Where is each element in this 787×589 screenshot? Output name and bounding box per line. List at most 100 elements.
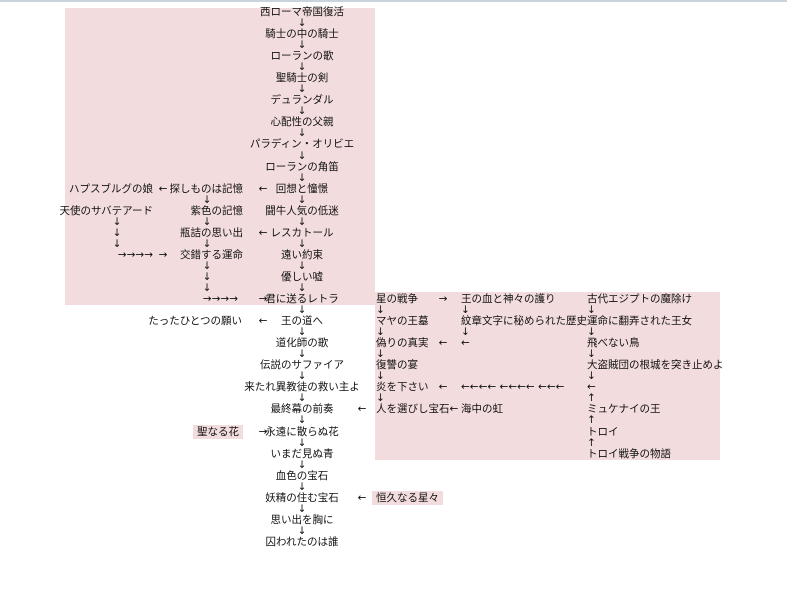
- flow-node: 偽りの真実: [376, 337, 429, 349]
- right-arrow-icon: →: [438, 293, 448, 305]
- flow-node: 聖騎士の剣: [275, 72, 329, 84]
- left-arrows-icon: ←←←← ←←←← ←←←: [461, 381, 565, 393]
- flow-node: 伝説のサファイア: [260, 359, 344, 371]
- flow-node: 復讐の宴: [376, 359, 418, 371]
- flow-node: 来たれ異教徒の救い主よ: [244, 381, 360, 393]
- flow-node: 優しい嘘: [281, 271, 323, 283]
- upper-left-panel: [65, 8, 375, 305]
- down-arrow-icon: ↓: [376, 304, 385, 316]
- down-arrow-icon: ↓: [202, 216, 212, 228]
- flow-node: 運命に翻弄された王女: [587, 315, 692, 327]
- flow-node: 道化師の歌: [275, 337, 329, 349]
- right-arrows-icon: →→→→: [202, 293, 238, 305]
- flow-node: 最終幕の前奏: [270, 403, 334, 415]
- down-arrow-icon: ↓: [297, 17, 307, 29]
- down-arrow-icon: ↓: [297, 39, 307, 51]
- flow-node: 君に送るレトラ: [265, 293, 339, 305]
- down-arrow-icon: ↓: [297, 238, 307, 250]
- down-arrow-icon: ↓: [376, 370, 385, 382]
- down-arrow-icon: ↓: [587, 348, 596, 360]
- right-arrow-icon: →: [258, 293, 268, 305]
- flow-node: 永遠に散らぬ花: [265, 426, 339, 438]
- flow-node: 古代エジプトの魔除け: [587, 293, 692, 305]
- down-arrow-icon: ↓: [112, 227, 122, 239]
- down-arrow-icon: ↓: [297, 127, 307, 139]
- window-top-border: [0, 0, 787, 2]
- flow-node: 妖精の住む宝石: [265, 492, 339, 504]
- left-arrow-icon: ←: [158, 183, 168, 195]
- down-arrow-icon: ↓: [297, 326, 307, 338]
- flow-node: ミュケナイの王: [587, 403, 661, 415]
- down-arrow-icon: ↓: [297, 370, 307, 382]
- down-arrow-icon: ↓: [202, 260, 212, 272]
- down-arrow-icon: ↓: [297, 150, 307, 162]
- down-arrow-icon: ↓: [461, 304, 470, 316]
- down-arrow-icon: ↓: [297, 437, 307, 449]
- flow-node: 炎を下さい: [376, 381, 429, 393]
- flow-node: マヤの王墓: [376, 315, 429, 327]
- right-arrow-icon: →: [258, 426, 268, 438]
- left-arrow-icon: ←: [258, 315, 268, 327]
- down-arrow-icon: ↓: [112, 216, 122, 228]
- flow-node: 回想と憧憬: [275, 183, 329, 195]
- down-arrow-icon: ↓: [587, 304, 596, 316]
- flow-node: 飛べない鳥: [587, 337, 640, 349]
- flow-node: ローランの歌: [270, 50, 334, 62]
- down-arrow-icon: ↓: [202, 282, 212, 294]
- down-arrow-icon: ↓: [297, 61, 307, 73]
- flow-node: 王の血と神々の護り: [461, 293, 556, 305]
- down-arrow-icon: ↓: [297, 83, 307, 95]
- down-arrow-icon: ↓: [376, 392, 385, 404]
- down-arrow-icon: ↓: [587, 370, 596, 382]
- flow-node: パラディン・オリビエ: [249, 138, 355, 150]
- flow-node: 心配性の父親: [270, 116, 334, 128]
- up-arrow-icon: ↑: [587, 437, 596, 449]
- flow-node: 瓶詰の思い出: [180, 227, 243, 239]
- flow-node: レスカトール: [270, 227, 334, 239]
- left-arrow-icon: ←: [438, 337, 448, 349]
- down-arrow-icon: ↓: [461, 326, 470, 338]
- up-arrow-icon: ↑: [587, 392, 596, 404]
- left-arrow-icon: ←: [258, 183, 268, 195]
- flow-node: たったひとつの願い: [148, 315, 242, 327]
- down-arrow-icon: ↓: [297, 392, 307, 404]
- flow-node: 天使のサバテアード: [59, 205, 153, 217]
- flow-node: 星の戦争: [376, 293, 418, 305]
- right-arrow-icon: →: [158, 249, 168, 261]
- flow-node: トロイ: [587, 426, 619, 438]
- down-arrow-icon: ↓: [587, 326, 596, 338]
- down-arrow-icon: ↓: [297, 459, 307, 471]
- right-arrows-icon: →→→→: [117, 249, 153, 261]
- left-arrow-icon: ←: [258, 227, 268, 239]
- flow-node: 聖なる花: [193, 425, 243, 439]
- flow-node: 遠い約束: [281, 249, 323, 261]
- down-arrow-icon: ↓: [297, 194, 307, 206]
- down-arrow-icon: ↓: [202, 238, 212, 250]
- flow-node: 王の道へ: [281, 315, 323, 327]
- down-arrow-icon: ↓: [297, 216, 307, 228]
- up-arrow-icon: ↑: [587, 414, 596, 426]
- flow-node: 騎士の中の騎士: [265, 28, 339, 40]
- flow-node: デュランダル: [270, 94, 334, 106]
- flow-node: 大盗賊団の根城を突き止めよ: [587, 359, 724, 371]
- flow-node: 紋章文字に秘められた歴史: [461, 315, 587, 327]
- down-arrow-icon: ↓: [297, 282, 307, 294]
- left-arrow-icon: ←: [357, 492, 367, 504]
- flow-node: 恒久なる星々: [372, 491, 443, 505]
- flow-node: 海中の虹: [461, 403, 503, 415]
- flow-node: 血色の宝石: [275, 470, 329, 482]
- down-arrow-icon: ↓: [297, 260, 307, 272]
- flow-node: 闘牛人気の低迷: [265, 205, 339, 217]
- down-arrow-icon: ↓: [376, 348, 385, 360]
- down-arrow-icon: ↓: [297, 525, 307, 537]
- flow-node: いまだ見ぬ青: [270, 448, 334, 460]
- flow-node: 探しものは記憶: [169, 183, 244, 195]
- down-arrow-icon: ↓: [112, 238, 122, 250]
- down-arrow-icon: ↓: [297, 105, 307, 117]
- flow-node: 人を選びし宝石←: [376, 403, 459, 415]
- flow-node: ローランの角笛: [265, 161, 339, 173]
- flow-node: ハプスブルグの娘: [69, 183, 153, 195]
- right-panel: [375, 292, 720, 460]
- flow-node: 西ローマ帝国復活: [260, 6, 344, 18]
- down-arrow-icon: ↓: [297, 304, 307, 316]
